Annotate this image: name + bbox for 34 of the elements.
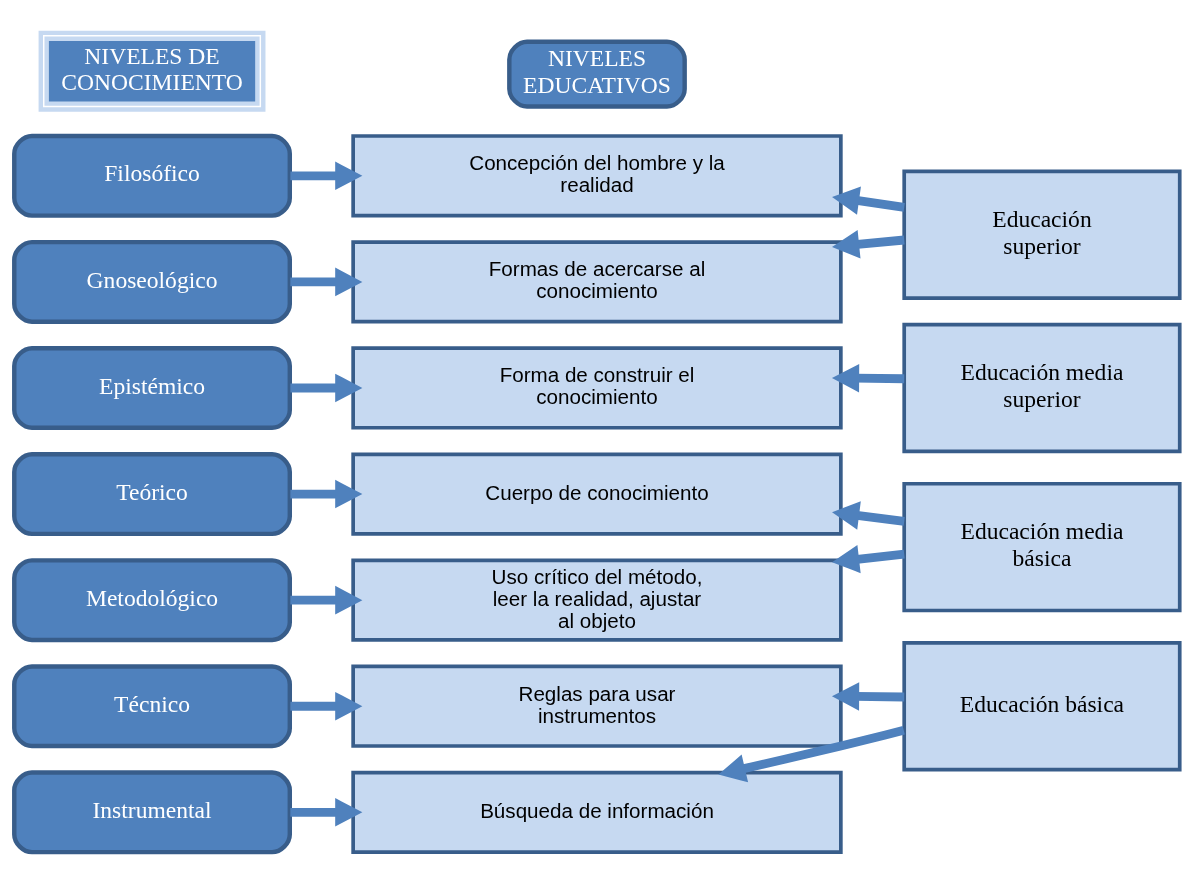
arrow (832, 186, 905, 215)
node-box: Uso crítico del método, leer la realidad, ajustar al objeto (351, 558, 843, 642)
arrow (832, 501, 905, 530)
node-box: Reglas para usar instrumentos (351, 664, 843, 748)
node-box: Educación básica (902, 641, 1182, 772)
node-box: Cuerpo de conocimiento (351, 452, 843, 536)
arrow (718, 726, 905, 783)
arrow (290, 691, 363, 721)
arrow (290, 585, 363, 615)
node-box: Gnoseológico (12, 239, 292, 324)
node-box: Instrumental (12, 770, 292, 855)
node-box: NIVELES DE CONOCIMIENTO (38, 30, 266, 112)
arrow (831, 682, 905, 711)
node-box: Filosófico (12, 133, 292, 218)
node-box: Educación superior (902, 169, 1182, 300)
node-box: Concepción del hombre y la realidad (351, 134, 843, 218)
node-box: Teórico (12, 452, 292, 537)
arrow (290, 267, 363, 297)
node-box: Búsqueda de información (351, 770, 843, 854)
node-box: Epistémico (12, 346, 292, 430)
arrow (290, 798, 363, 827)
node-box: Técnico (12, 664, 292, 749)
node-box: Educación media básica (902, 481, 1182, 613)
arrow (832, 544, 905, 574)
arrow (290, 373, 363, 403)
node-box: Metodológico (12, 558, 292, 643)
arrow (831, 363, 905, 393)
node-box: Forma de construir el conocimiento (351, 346, 843, 430)
node-box: NIVELES EDUCATIVOS (507, 39, 687, 109)
arrow (290, 161, 363, 191)
node-box: Educación media superior (902, 322, 1182, 454)
arrow (832, 230, 905, 259)
arrow (290, 479, 363, 509)
node-box: Formas de acercarse al conocimiento (351, 240, 843, 324)
